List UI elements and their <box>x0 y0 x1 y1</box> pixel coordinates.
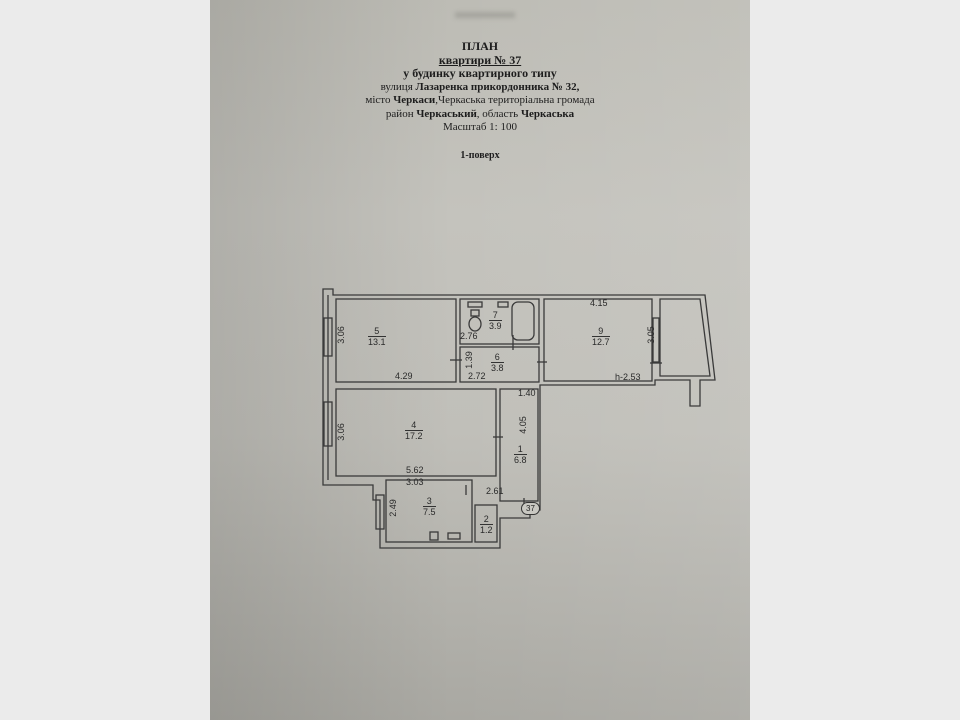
dim-room1-height: 4.05 <box>517 416 528 434</box>
title-block: ПЛАН квартири № 37 у будинку квартирного… <box>210 39 750 162</box>
stove-icon <box>429 531 439 541</box>
window-room-4 <box>323 401 333 447</box>
dim-room9-height: 3.05 <box>645 326 656 344</box>
apartment-number-badge: 37 <box>521 502 540 515</box>
dim-room3-height: 2.49 <box>387 499 398 517</box>
dim-corridor-width: 1.40 <box>518 388 536 398</box>
dim-passage-width: 2.61 <box>486 486 504 496</box>
document-photo: ПЛАН квартири № 37 у будинку квартирного… <box>210 0 750 720</box>
scale-label: Масштаб 1: 100 <box>443 121 517 133</box>
dim-room5-width: 4.29 <box>395 371 413 381</box>
floor-plan-drawing <box>322 288 716 549</box>
plan-title: ПЛАН <box>461 39 499 53</box>
city-line: місто Черкаси,Черкаська територіальна гр… <box>365 94 595 106</box>
tap-icon <box>497 301 509 308</box>
room-4-walls <box>335 388 497 477</box>
floor-label: 1-поверх <box>460 149 500 161</box>
window-room-5 <box>323 317 333 357</box>
street-name: Лазаренка прикордонника № 32, <box>415 80 580 93</box>
region-name: Черкаська <box>520 107 575 120</box>
window-room-3 <box>375 494 385 530</box>
dim-room6-height: 1.39 <box>463 351 474 369</box>
street-line: вулиця Лазаренка прикордонника № 32, <box>380 80 580 93</box>
room-1-walls <box>499 388 539 502</box>
apartment-heading: квартири № 37 <box>438 52 522 67</box>
ceiling-height: h-2.53 <box>615 372 641 382</box>
sink-icon <box>467 301 483 308</box>
district-name: Черкаський <box>416 107 477 120</box>
dim-room4-height: 3.06 <box>335 423 346 441</box>
room-6-walls <box>459 346 540 383</box>
apartment-number: 37 <box>509 52 522 67</box>
room-9-walls <box>543 298 653 382</box>
bathtub-icon <box>511 301 535 341</box>
room-2-walls <box>474 504 498 543</box>
dim-room5-height: 3.06 <box>335 326 346 344</box>
dim-room3-width: 3.03 <box>406 477 424 487</box>
toilet-icon <box>468 316 482 332</box>
room-5-walls <box>335 298 457 383</box>
dim-room4-width: 5.62 <box>406 465 424 475</box>
building-type: у будинку квартирного типу <box>403 66 557 80</box>
outer-walls <box>322 288 716 549</box>
balcony-walls <box>659 298 711 377</box>
room-7-walls <box>459 298 540 345</box>
district-line: район Черкаський, область Черкаська <box>385 107 575 120</box>
kitchen-sink-icon <box>447 532 461 540</box>
dim-room6-width: 2.72 <box>468 371 486 381</box>
room-3-walls <box>385 479 473 543</box>
window-room-9 <box>652 317 660 363</box>
city-name: Черкаси <box>393 94 436 106</box>
dim-room7-width: 2.76 <box>460 331 478 341</box>
bleed-through-marks <box>455 12 515 18</box>
community: ,Черкаська територіальна громада <box>435 94 595 106</box>
dim-room9-width: 4.15 <box>590 298 608 308</box>
